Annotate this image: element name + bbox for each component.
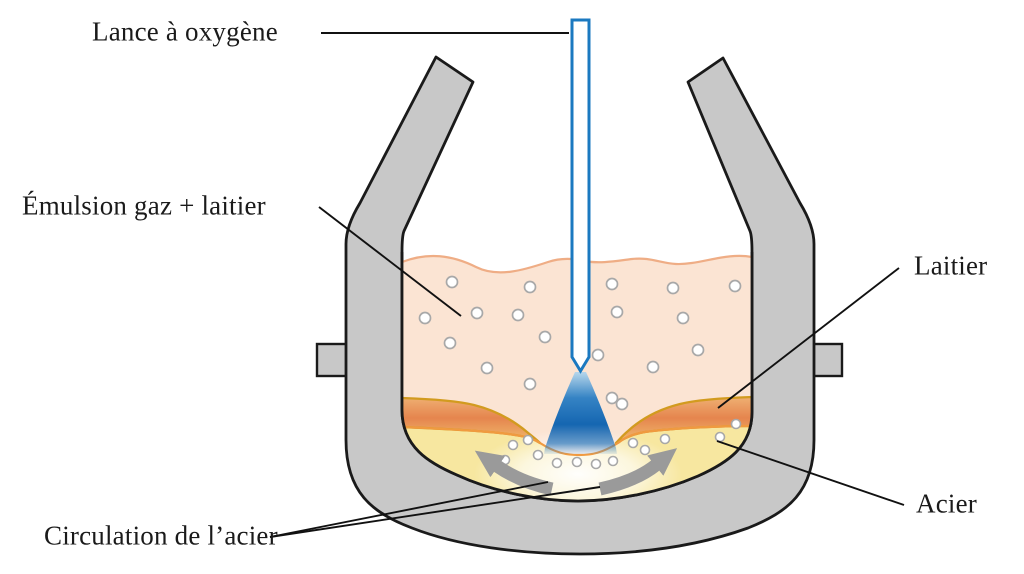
label-slag: Laitier [914,250,988,281]
leader-lines [269,32,905,538]
trunnion-right [811,342,844,378]
label-steel: Acier [916,488,977,519]
label-steel-circulation: Circulation de l’acier [44,520,278,551]
oxygen-lance [570,18,591,374]
circulation-arrow-right [598,448,678,496]
leader-acier [716,440,905,506]
leader-circulation-left [269,481,549,538]
leader-circulation-right [269,486,601,538]
gas-bubbles-emulsion [418,275,742,411]
leader-emulsion [318,206,462,317]
steel-surface-line [402,424,752,457]
oxygen-jet-cone [544,372,617,454]
gas-bubbles-crater [499,418,742,470]
label-oxygen-lance: Lance à oxygène [92,16,278,47]
cavity-inner-outline [400,252,754,503]
circulation-arrow-left [474,450,554,496]
trunnion-left [315,342,349,378]
label-gas-slag-emulsion: Émulsion gaz + laitier [22,190,266,221]
leader-laitier [717,267,900,409]
circulation-arrows [474,448,678,496]
